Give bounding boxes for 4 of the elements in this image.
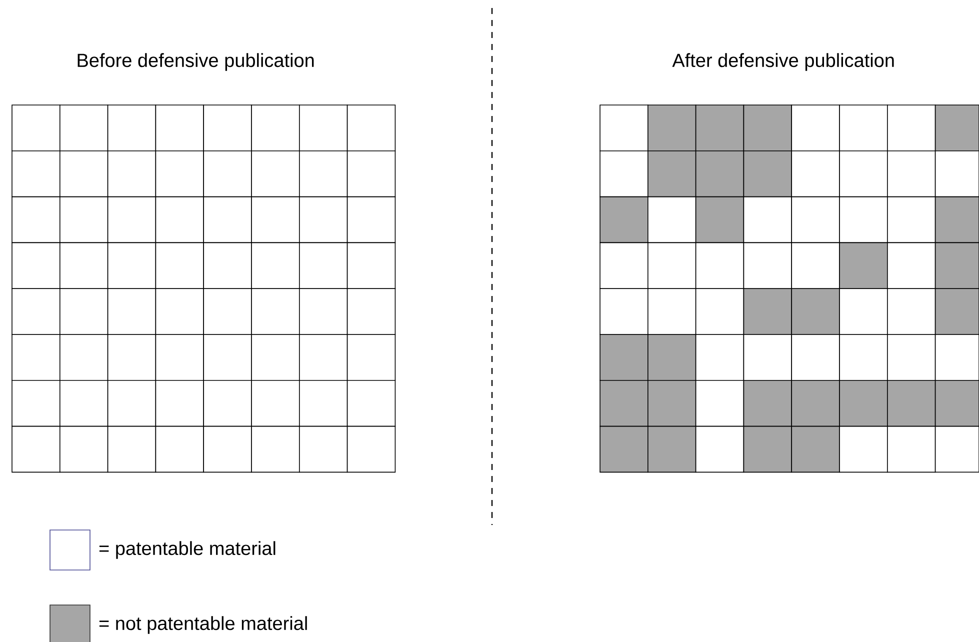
heading: Before defensive publication [78, 53, 314, 71]
legend-label: = patentable material [99, 541, 276, 559]
legend-label: = not patentable material [99, 616, 307, 634]
heading: After defensive publication [672, 53, 894, 71]
